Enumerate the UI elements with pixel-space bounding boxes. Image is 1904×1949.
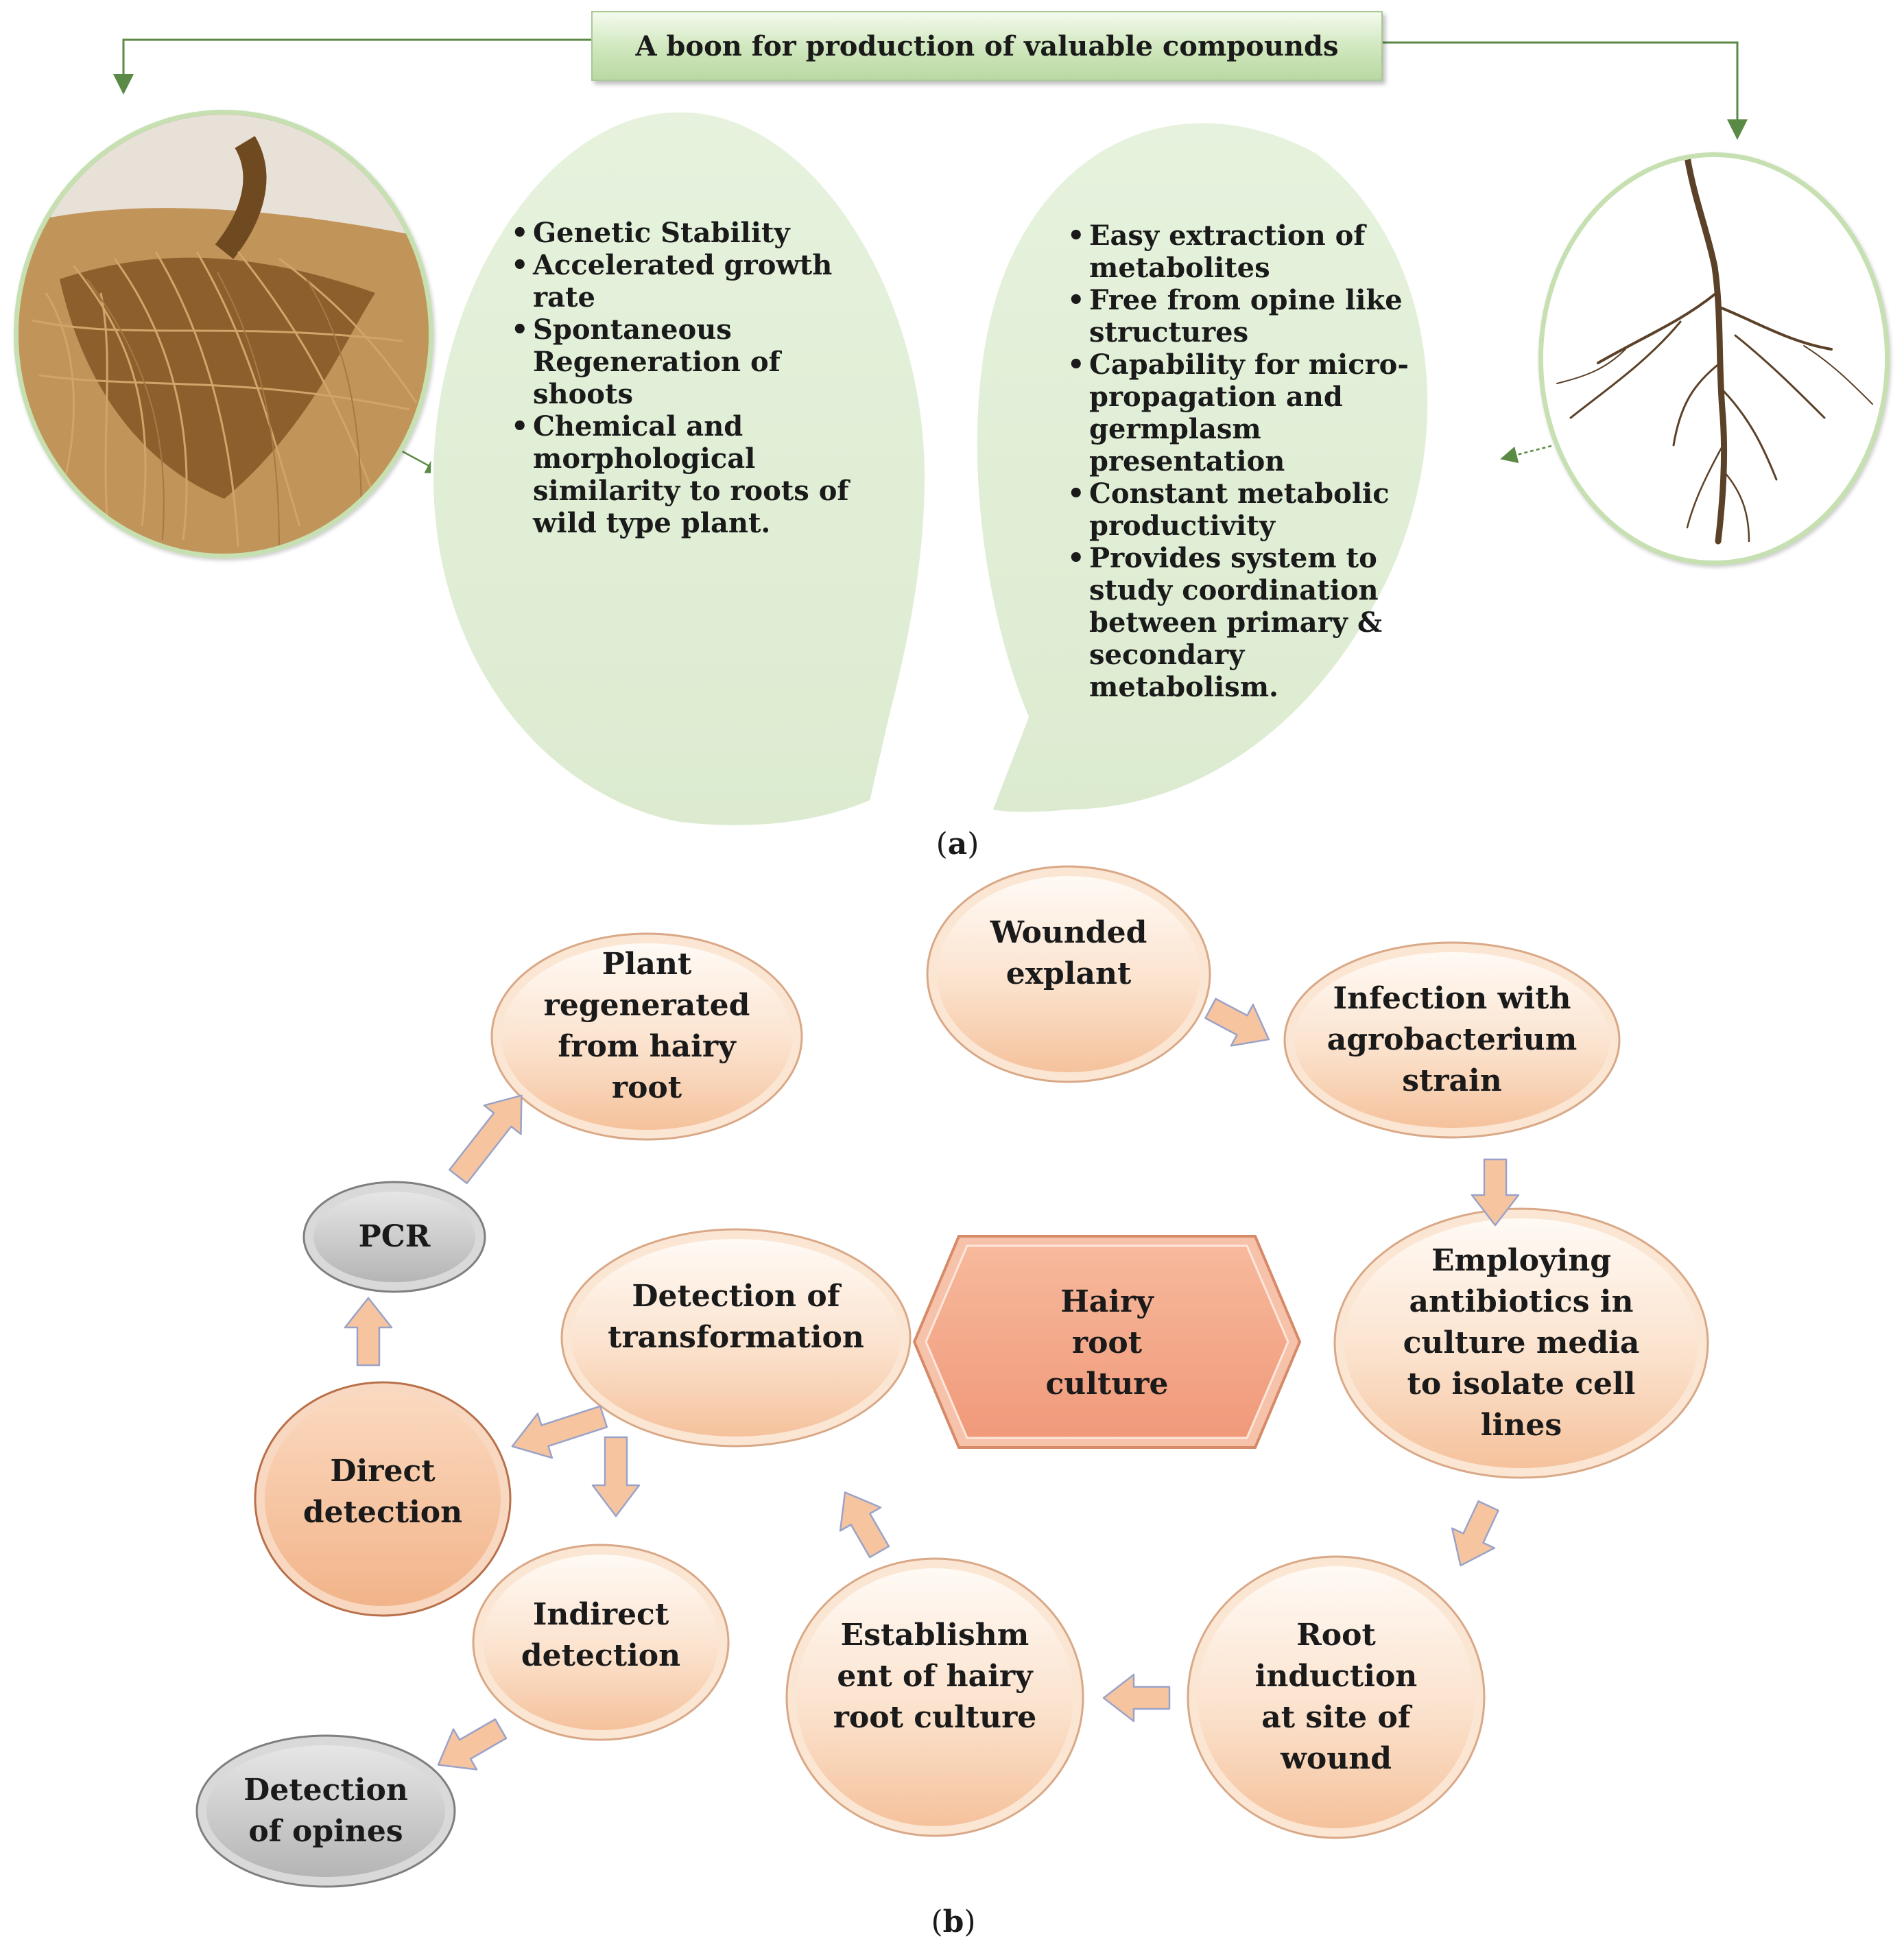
node-wounded-explant	[926, 865, 1211, 1083]
connector-right	[1380, 41, 1748, 140]
node-establishment	[785, 1557, 1084, 1837]
node-root-induction	[1187, 1555, 1486, 1839]
node-detection-transformation	[560, 1228, 912, 1448]
node-direct-detection	[254, 1381, 512, 1617]
arrow-antibiotics-to-root-induction	[1451, 1500, 1499, 1567]
label-detection-transformation: Detection of transformation	[608, 1279, 864, 1355]
label-direct-detection: Direct detection	[302, 1454, 463, 1530]
arrow-pcr-to-plant	[449, 1094, 523, 1185]
label-hairy-root-culture: Hairy root culture	[1045, 1284, 1169, 1402]
right-bubble-list: Easy extraction of metabolites Free from…	[1067, 220, 1424, 703]
banner-title: A boon for production of valuable compou…	[635, 29, 1339, 62]
left-bubble-list: Genetic Stability Accelerated growth rat…	[511, 217, 861, 539]
node-indirect-detection	[472, 1544, 730, 1741]
right-bubble-item: Constant metabolic productivity	[1067, 477, 1424, 542]
left-bubble-item: Accelerated growth rate	[511, 249, 861, 314]
hairy-root-culture-hexagon	[912, 1235, 1302, 1449]
part-a-label: (a)	[936, 827, 979, 862]
arrow-root-induction-to-establishment	[1102, 1673, 1171, 1723]
node-detection-opines	[195, 1734, 456, 1888]
label-detection-opines: Detection of opines	[243, 1773, 408, 1849]
label-root-induction: Root induction at site of wound	[1254, 1618, 1418, 1776]
node-antibiotics	[1333, 1207, 1709, 1479]
part-b-graphics	[195, 865, 1709, 1888]
label-pcr: PCR	[358, 1219, 431, 1254]
label-establishment: Establishment of hairy root culture	[833, 1618, 1037, 1735]
single-root-illustration	[1543, 157, 1885, 560]
arrow-direct-to-pcr	[344, 1297, 393, 1367]
root-mass-illustration	[19, 115, 429, 554]
arrow-infection-to-antibiotics	[1471, 1158, 1520, 1227]
arrow-detection-to-indirect	[591, 1436, 641, 1517]
left-bubble-item: Spontaneous Regeneration of shoots	[511, 314, 861, 410]
label-antibiotics: Employing antibiotics in culture media t…	[1403, 1243, 1640, 1443]
hairy-root-photo-left	[14, 110, 433, 558]
node-plant-regenerated	[490, 932, 803, 1141]
title-banner: A boon for production of valuable compou…	[591, 11, 1383, 81]
hairy-root-photo-right	[1538, 152, 1890, 565]
arrow-detection-to-direct	[511, 1405, 608, 1459]
right-bubble-item: Easy extraction of metabolites	[1067, 220, 1424, 284]
arrow-wounded-to-infection	[1204, 997, 1270, 1047]
label-wounded-explant: Wounded explant	[990, 915, 1147, 991]
right-bubble-item: Capability for micro-propagation and ger…	[1067, 349, 1424, 477]
left-bubble-item: Chemical and morphological similarity to…	[511, 410, 861, 539]
label-infection: Infection with agrobacterium strain	[1326, 981, 1578, 1098]
left-bubble-item: Genetic Stability	[511, 217, 861, 249]
node-pcr	[302, 1181, 486, 1293]
node-infection	[1283, 941, 1621, 1139]
connector-left	[113, 38, 591, 95]
part-b-label: (b)	[931, 1904, 976, 1939]
arrow-establishment-to-detection	[839, 1491, 890, 1559]
arrow-indirect-to-opines	[437, 1718, 508, 1771]
right-bubble-item: Provides system to study coordination be…	[1067, 542, 1424, 703]
label-indirect-detection: Indirect detection	[521, 1597, 681, 1673]
right-bubble-item: Free from opine like structures	[1067, 284, 1424, 349]
pointer-right	[1500, 445, 1552, 464]
label-plant-regenerated: Plant regenerated from hairy root	[543, 947, 750, 1105]
